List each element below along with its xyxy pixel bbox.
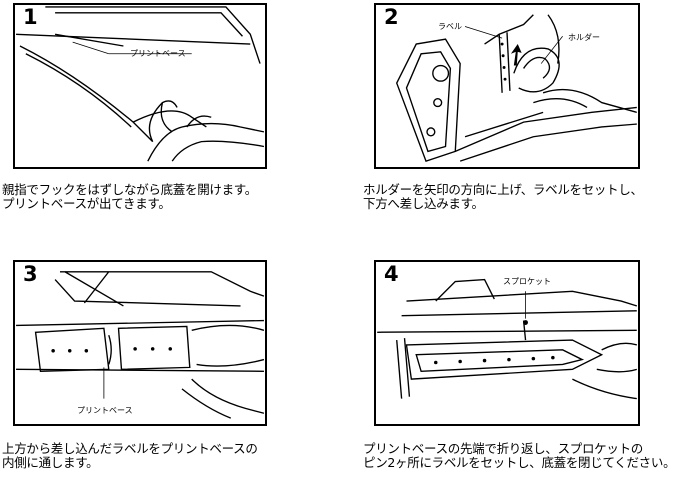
label-callout: ラベル bbox=[438, 22, 462, 31]
caption-line: 親指でフックをはずしながら底蓋を開けます。 bbox=[2, 182, 257, 197]
step-2-caption: ホルダーを矢印の方向に上げ、ラベルをセットし、 下方へ差し込みます。 bbox=[363, 183, 643, 211]
holder-callout: ホルダー bbox=[568, 33, 600, 42]
step-4-caption: プリントベースの先端で折り返し、スプロケットの ピン2ヶ所にラベルをセットし、底… bbox=[363, 441, 676, 470]
caption-line: 上方から差し込んだラベルをプリントベースの bbox=[2, 441, 258, 456]
print-base-label: プリントベース bbox=[130, 49, 186, 58]
step-4-illustration: 4 スプロケット bbox=[374, 260, 640, 426]
step-2-illustration: 2 ラベル ホルダー bbox=[374, 3, 640, 169]
step-3-illustration: 3 プリントベース bbox=[13, 260, 267, 426]
step-number: 4 bbox=[382, 262, 401, 286]
labeler-holder-drawing bbox=[395, 14, 637, 163]
caption-line: プリントベースが出てきます。 bbox=[2, 196, 171, 211]
caption-line: 内側に通します。 bbox=[2, 455, 99, 470]
step-3-caption: 上方から差し込んだラベルをプリントベースの 内側に通します。 bbox=[2, 442, 258, 470]
sprocket-closing-drawing bbox=[377, 278, 637, 400]
caption-line: ピン2ヶ所にラベルをセットし、底蓋を閉じてください。 bbox=[363, 455, 676, 470]
step-number: 1 bbox=[21, 5, 40, 29]
caption-line: プリントベースの先端で折り返し、スプロケットの bbox=[363, 441, 643, 456]
sprocket-callout: スプロケット bbox=[503, 277, 551, 286]
caption-line: ホルダーを矢印の方向に上げ、ラベルをセットし、 bbox=[363, 182, 643, 197]
step-number: 2 bbox=[382, 5, 401, 29]
print-base-label: プリントベース bbox=[77, 406, 133, 415]
step-1-caption: 親指でフックをはずしながら底蓋を開けます。 プリントベースが出てきます。 bbox=[2, 183, 257, 211]
step-number: 3 bbox=[21, 262, 40, 286]
caption-line: 下方へ差し込みます。 bbox=[363, 196, 484, 211]
labeler-opening-drawing bbox=[16, 6, 265, 162]
step-1-illustration: 1 プリントベース bbox=[13, 3, 267, 169]
label-threading-drawing bbox=[16, 271, 265, 419]
